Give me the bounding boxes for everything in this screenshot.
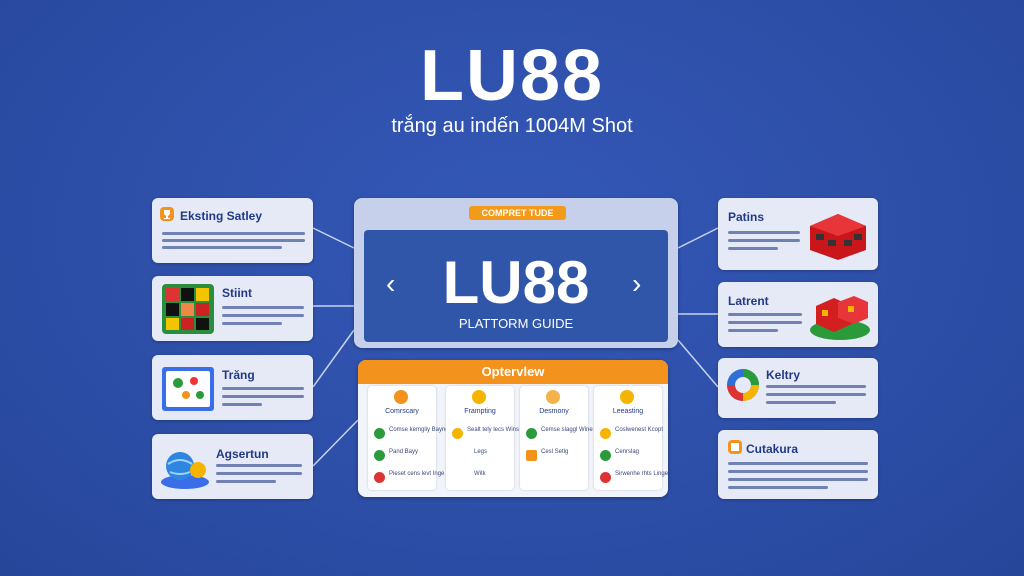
card-stiint[interactable]: Stiint <box>152 276 313 341</box>
row-text: Pand Bayy <box>389 449 419 455</box>
badge-icon <box>728 440 742 454</box>
center-banner: ‹ LU88 › PLATTORM GUIDE <box>364 230 668 342</box>
card-agsertun[interactable]: Agsertun <box>152 434 313 499</box>
check-icon <box>526 428 537 439</box>
main-subtitle: trắng au indến 1004M Shot <box>391 115 633 137</box>
row-text: Cemse slaggl Wine <box>541 427 593 433</box>
card-title: Cutakura <box>746 442 799 456</box>
coin-icon <box>472 390 486 404</box>
overview-column[interactable]: Leeasting Coslwenest Kcopt Cenrslag Sirw… <box>594 386 668 490</box>
key-icon <box>394 390 408 404</box>
row-text: Cenrslag <box>615 449 640 455</box>
overview-column[interactable]: Desmony Cemse slaggl Wine Cesl Setlg <box>520 386 593 490</box>
trophy-icon <box>160 207 174 221</box>
card-trang[interactable]: Trăng <box>152 355 313 420</box>
color-wheel-icon <box>727 369 759 401</box>
main-title: LU88 <box>419 36 605 116</box>
card-title: Eksting Satley <box>180 209 263 223</box>
card-title: Latrent <box>728 294 769 308</box>
coin-icon <box>452 428 463 439</box>
overview-column[interactable]: Frampting Sealt tely lecs Wins Legs Witk <box>446 386 519 490</box>
row-text: Sirwenhe rhts Linge <box>615 471 668 477</box>
check-icon <box>374 450 385 461</box>
alert-icon <box>374 472 385 483</box>
card-title: Keltry <box>766 368 801 382</box>
row-text: Pieset cens levt Inge hand <box>389 471 460 477</box>
row-text: Witk <box>474 471 486 477</box>
alert-icon <box>600 472 611 483</box>
overview-column[interactable]: Comrscary Comse kemgliy Bayng Pand Bayy … <box>368 386 459 490</box>
card-eksting-satley[interactable]: Eksting Satley <box>152 198 313 263</box>
chevron-right-icon[interactable]: › <box>632 268 642 299</box>
card-title: Trăng <box>222 368 255 382</box>
center-panel: COMPRET TUDE ‹ LU88 › PLATTORM GUIDE <box>354 198 678 348</box>
card-title: Stiint <box>222 286 252 300</box>
column-label: Leeasting <box>612 408 644 415</box>
center-badge: COMPRET TUDE <box>469 206 566 220</box>
check-icon <box>600 450 611 461</box>
row-text: Legs <box>474 449 488 455</box>
coin-icon <box>620 390 634 404</box>
red-cube-icon <box>810 214 866 260</box>
row-text: Comse kemgliy Bayng <box>389 427 449 433</box>
row-text: Coslwenest Kcopt <box>615 427 664 433</box>
card-title: Patins <box>728 210 765 224</box>
card-title: Agsertun <box>216 447 269 461</box>
shield-icon <box>526 450 537 461</box>
card-latrent[interactable]: Latrent <box>718 282 878 347</box>
column-label: Desmony <box>539 408 569 415</box>
banner-title: LU88 <box>442 249 590 316</box>
row-text: Cesl Setlg <box>541 449 569 455</box>
overview-panel: Optervlew Comrscary Comse kemgliy Bayng … <box>358 360 668 497</box>
sports-board-icon <box>162 367 214 411</box>
card-keltry[interactable]: Keltry <box>718 358 878 418</box>
column-label: Frampting <box>464 408 496 415</box>
coin-icon <box>600 428 611 439</box>
card-cutakura[interactable]: Cutakura <box>718 430 878 499</box>
card-patins[interactable]: Patins <box>718 198 878 270</box>
globe-coins-icon <box>161 452 209 489</box>
check-icon <box>374 428 385 439</box>
coin-icon <box>546 390 560 404</box>
red-blocks-icon <box>810 296 870 340</box>
column-label: Comrscary <box>385 408 419 415</box>
banner-subtitle: PLATTORM GUIDE <box>458 316 574 331</box>
game-grid-icon <box>162 284 214 334</box>
overview-heading: Optervlew <box>358 360 668 384</box>
chevron-left-icon[interactable]: ‹ <box>386 268 396 299</box>
row-text: Sealt tely lecs Wins <box>467 427 520 433</box>
